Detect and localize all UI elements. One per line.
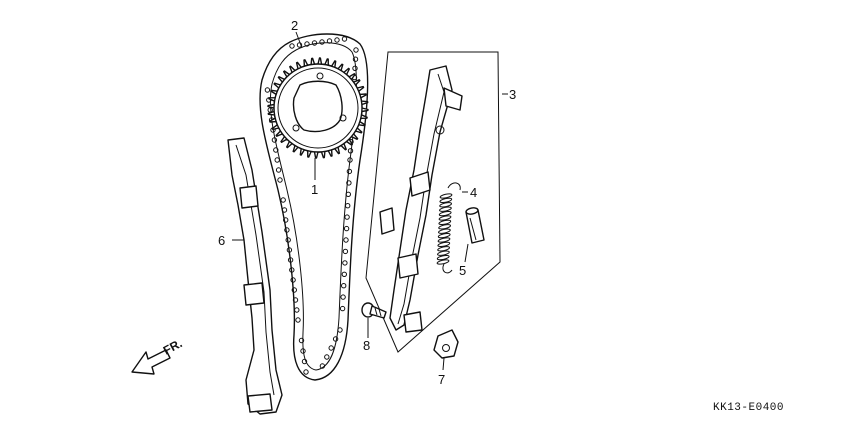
spring-coil: [436, 254, 450, 261]
chain-link: [319, 39, 325, 45]
front-direction-arrow-icon: [131, 349, 171, 375]
chain-link: [274, 157, 280, 163]
chain-link: [311, 40, 318, 46]
chain-link: [290, 277, 296, 283]
chain-link: [334, 37, 340, 43]
spring-coil: [436, 259, 450, 265]
spring-coils: [436, 193, 453, 265]
chain-link: [332, 336, 339, 342]
callout-5: 5: [459, 263, 466, 278]
chain-link: [319, 363, 326, 369]
chain-link: [277, 177, 283, 183]
chain-link: [283, 217, 289, 223]
callout-7: 7: [438, 372, 445, 387]
chain-link: [340, 294, 346, 300]
callout-8: 8: [363, 338, 370, 353]
chain-link: [303, 369, 309, 375]
cam-chain-guide: [227, 137, 283, 415]
chain-link: [294, 307, 300, 313]
cam-sprocket: [267, 57, 369, 159]
callout-6: 6: [218, 233, 225, 248]
chain-link: [298, 337, 305, 344]
chain-link: [273, 147, 279, 153]
chain-link: [339, 305, 346, 312]
spring-coil: [439, 193, 453, 199]
spring-coil: [438, 219, 452, 226]
spring-coil: [437, 241, 451, 248]
spring-coil: [437, 232, 451, 239]
callout-2: 2: [291, 18, 298, 33]
chain-link: [280, 197, 286, 203]
chain-link: [300, 348, 306, 354]
chain-link: [292, 297, 299, 303]
spring-coil: [438, 210, 452, 217]
chain-link: [342, 248, 349, 255]
chain-link: [286, 247, 293, 253]
leader-lines: [232, 31, 508, 371]
chain-link: [287, 257, 294, 263]
chain-link: [295, 317, 301, 323]
chain-link: [289, 267, 295, 273]
chain-link: [337, 327, 343, 333]
chain-link: [342, 260, 348, 266]
flange-bolt: [361, 302, 387, 319]
chain-link: [343, 237, 349, 243]
chain-link: [341, 271, 347, 277]
callout-3: 3: [509, 87, 516, 102]
chain-link: [352, 56, 359, 62]
chain-link: [347, 148, 354, 154]
chain-link: [285, 237, 291, 243]
chain-link: [301, 358, 308, 365]
chain-link: [346, 180, 352, 186]
callout-1: 1: [311, 182, 318, 197]
spring-coil: [438, 224, 451, 230]
chain-link: [264, 87, 271, 93]
diagram-code: KK13-E0400: [713, 402, 784, 414]
lock-washer: [433, 329, 459, 359]
tensioner-pin: [465, 207, 485, 244]
chain-link: [341, 283, 347, 289]
chain-link: [324, 354, 330, 360]
chain-link: [281, 207, 288, 213]
tensioner-spring: [436, 182, 461, 274]
chain-link: [347, 157, 353, 163]
spring-coil: [437, 246, 450, 252]
chain-link: [296, 42, 303, 48]
chain-link: [341, 36, 348, 42]
spring-coil: [437, 237, 451, 243]
spring-coil: [439, 206, 452, 212]
tensioner-assembly-box: [365, 51, 501, 353]
chain-link: [345, 191, 351, 198]
chain-link: [345, 203, 351, 209]
chain-link: [343, 225, 350, 232]
chain-link: [352, 65, 358, 72]
spring-coil: [439, 197, 453, 204]
chain-link: [289, 43, 295, 49]
chain-link: [291, 287, 297, 293]
chain-link: [284, 227, 290, 233]
chain-link: [346, 168, 353, 175]
spring-coil: [438, 228, 451, 234]
chain-link: [353, 47, 359, 53]
tensioner-arm: [379, 65, 463, 333]
chain-link: [344, 214, 350, 220]
spring-coil: [437, 250, 450, 256]
chain-link: [328, 345, 334, 351]
chain-link: [275, 167, 282, 173]
chain-link: [326, 38, 333, 44]
chain-link: [304, 41, 310, 47]
spring-coil: [438, 215, 452, 221]
callout-4: 4: [470, 185, 477, 200]
chain-link: [271, 137, 278, 143]
spring-coil: [439, 202, 452, 208]
